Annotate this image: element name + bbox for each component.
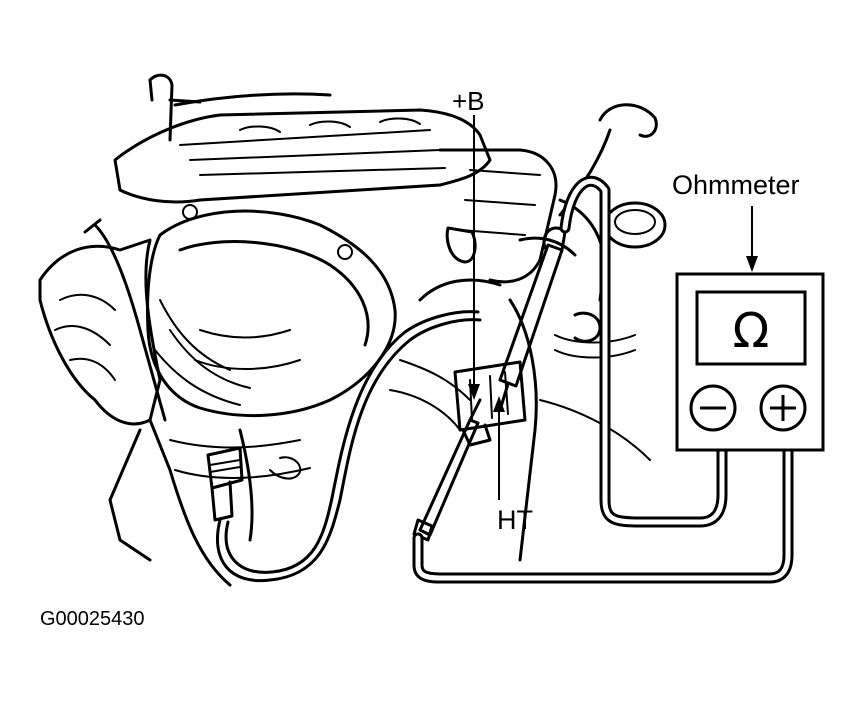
engine-illustration [38, 73, 667, 587]
ohmmeter: Ω [675, 272, 825, 452]
meter-leads [412, 175, 794, 584]
ht-terminal-label: HT [497, 505, 533, 535]
figure-code: G00025430 [40, 608, 145, 630]
ht-arrow-icon [493, 396, 505, 412]
ohmmeter-label: Ohmmeter [672, 170, 800, 200]
leader-lines [468, 115, 758, 500]
ohmmeter-arrow-icon [746, 256, 758, 272]
ohm-symbol: Ω [733, 303, 770, 359]
b-terminal-label: +B [452, 86, 485, 116]
meter-display [695, 290, 807, 366]
b-arrow-icon [468, 384, 480, 400]
